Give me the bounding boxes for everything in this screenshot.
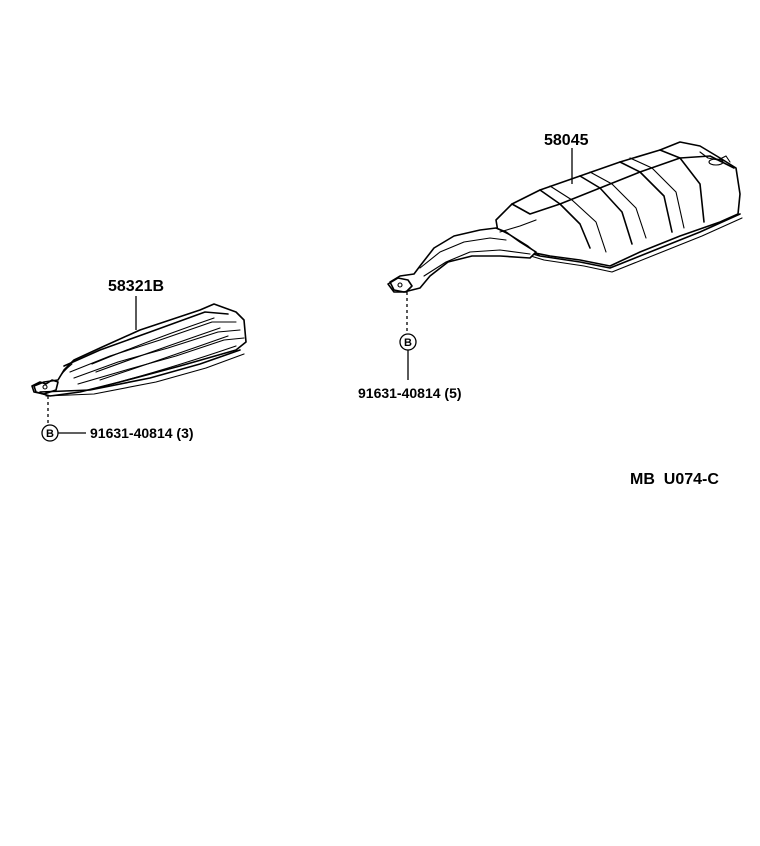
right-cover-drawing [387, 141, 743, 293]
left-fastener-symbol: B [46, 428, 54, 440]
right-fastener-b-icon: B [399, 333, 417, 351]
right-cover-part-number: 58045 [544, 132, 589, 149]
right-fastener-symbol: B [404, 337, 412, 349]
left-cover-drawing [31, 303, 247, 397]
diagram-code: MB U074-C [630, 471, 719, 488]
right-fastener-part-number: 91631-40814 (5) [358, 385, 462, 401]
left-fastener-part-number: 91631-40814 (3) [90, 425, 194, 441]
left-fastener-b-icon: B [41, 424, 59, 442]
left-cover-part-number: 58321B [108, 278, 164, 295]
